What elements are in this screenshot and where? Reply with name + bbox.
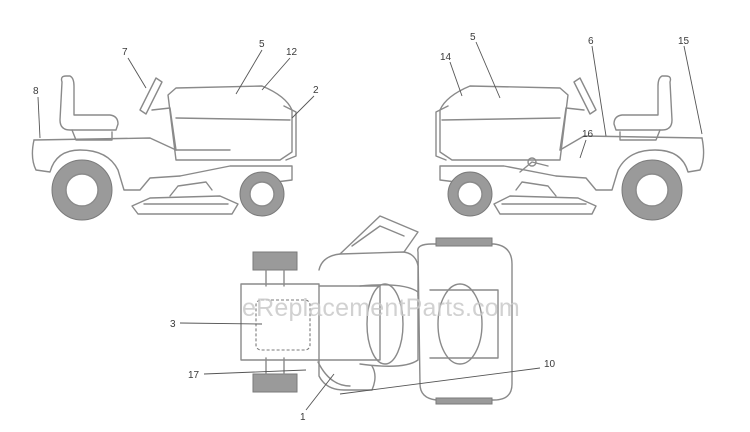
tractor-right-side-view bbox=[435, 75, 705, 221]
watermark-text: eReplacementParts.com bbox=[242, 294, 520, 322]
callout-1: 1 bbox=[300, 412, 306, 423]
callout-12: 12 bbox=[286, 47, 298, 58]
callout-16: 16 bbox=[582, 129, 594, 140]
callout-3: 3 bbox=[170, 319, 176, 330]
callout-6: 6 bbox=[588, 36, 594, 47]
callout-7: 7 bbox=[122, 47, 128, 58]
callout-8: 8 bbox=[33, 86, 39, 97]
callout-2: 2 bbox=[313, 85, 319, 96]
callout-labels: 7 8 5 12 2 5 14 6 16 15 3 17 1 10 bbox=[33, 32, 690, 423]
callout-15: 15 bbox=[678, 36, 690, 47]
tractor-left-side-view bbox=[31, 75, 297, 221]
tractor-top-view bbox=[240, 215, 513, 405]
callout-5-left: 5 bbox=[259, 39, 265, 50]
callout-10: 10 bbox=[544, 359, 556, 370]
callout-14: 14 bbox=[440, 52, 452, 63]
leader-lines bbox=[37, 41, 703, 411]
callout-17: 17 bbox=[188, 370, 200, 381]
callout-5-right: 5 bbox=[470, 32, 476, 43]
